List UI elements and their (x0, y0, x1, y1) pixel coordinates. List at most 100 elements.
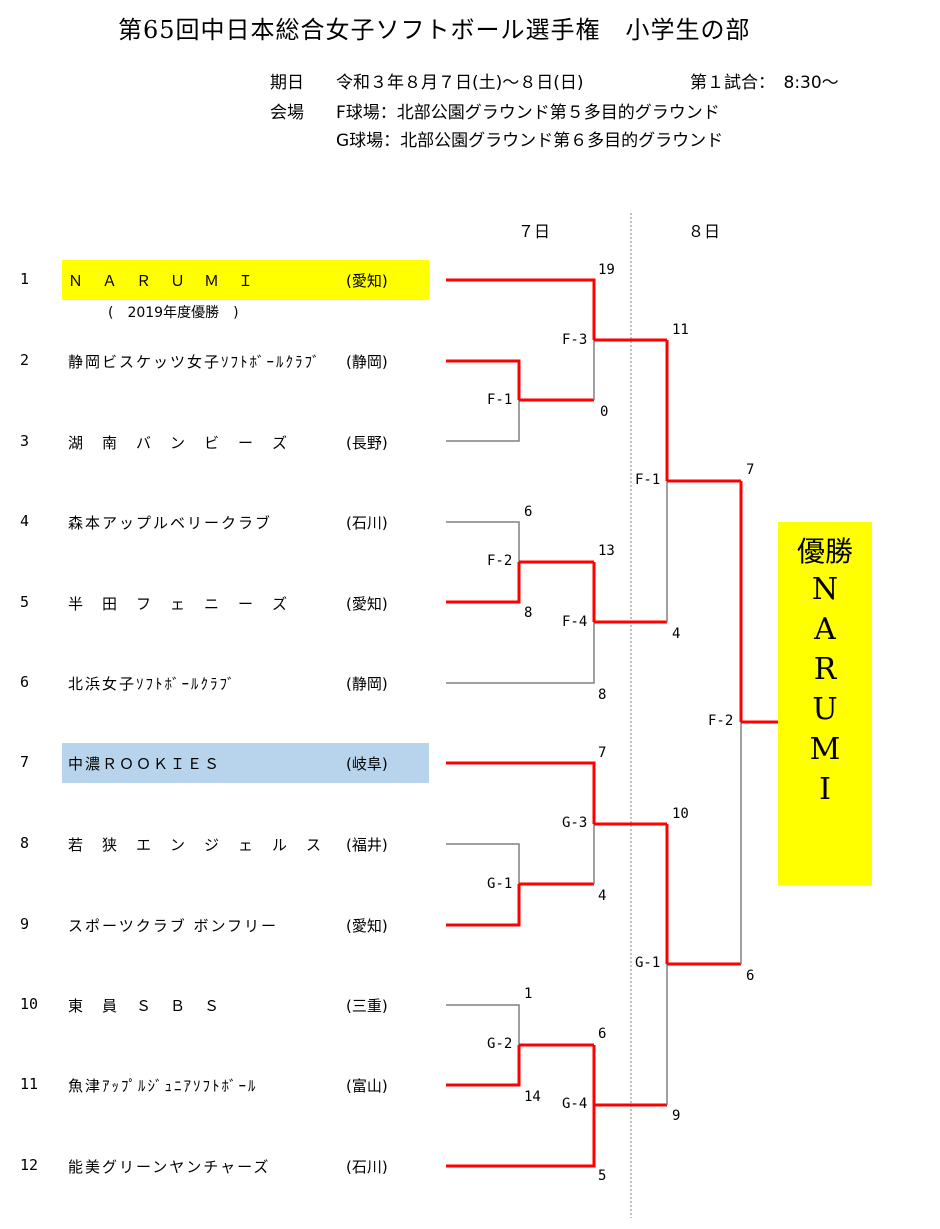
team-name: Ｎ Ａ Ｒ Ｕ Ｍ Ｉ (68, 272, 256, 290)
team-number: 1 (20, 270, 30, 288)
score-f2-top: 6 (524, 504, 533, 520)
team-name: 森本アップルベリークラブ (68, 514, 273, 532)
team1-note: ( 2019年度優勝 ) (108, 305, 239, 321)
score-g2-bottom: 14 (524, 1089, 541, 1105)
line-team10 (446, 1004, 520, 1045)
team-prefecture: (石川) (346, 514, 388, 532)
champion-box: 優勝 N A R U M I (778, 522, 872, 885)
match-label-f1: F-1 (487, 392, 513, 408)
score-f3-bottom: 0 (600, 404, 609, 420)
team-row-9: 9 スポーツクラブ ボンフリー (愛知) (0, 905, 440, 945)
date-value: 令和３年８月７日(土)～８日(日) (336, 73, 584, 93)
team-row-12: 12 能美グリーンヤンチャーズ (石川) (0, 1146, 440, 1186)
score-sf-g-bottom: 9 (672, 1108, 681, 1124)
team-name: 若 狭 エ ン ジ ェ ル ス (68, 836, 324, 854)
day2-header: ８日 (688, 222, 721, 241)
match-label-f2: F-2 (487, 553, 513, 569)
score-sf-f-top: 11 (672, 322, 689, 338)
champion-letter: A (814, 612, 836, 647)
score-sf-g-top: 10 (672, 806, 689, 822)
team-highlight (62, 743, 429, 783)
team-prefecture: (静岡) (346, 353, 388, 371)
line-team12 (446, 1105, 596, 1168)
score-final-top: 7 (746, 462, 755, 478)
champion-letter: M (809, 732, 841, 767)
score-f3-top: 19 (598, 262, 615, 278)
date-label: 期日 (270, 73, 304, 93)
champion-letter: R (813, 652, 837, 687)
score-g3-top: 7 (598, 745, 607, 761)
venue-label: 会場 (270, 103, 304, 123)
score-g4-top: 6 (598, 1026, 607, 1042)
champion-label: 優勝 (796, 535, 853, 568)
match-label-sf-g: G-1 (635, 955, 661, 971)
team-name: 湖 南 バ ン ビ ー ズ (68, 434, 290, 452)
day1-header: ７日 (518, 222, 551, 241)
match-label-sf-f: F-1 (635, 472, 661, 488)
match-label-g2: G-2 (487, 1036, 513, 1052)
team-prefecture: (愛知) (346, 272, 388, 290)
team-prefecture: (長野) (346, 434, 388, 452)
line-team1 (446, 278, 596, 340)
line-team9 (446, 884, 521, 927)
match-label-f3: F-3 (562, 332, 588, 348)
match-label-g1: G-1 (487, 876, 513, 892)
line-team2 (446, 359, 521, 400)
champion-letter: N (811, 572, 839, 607)
team-row-8: 8 若 狭 エ ン ジ ェ ル ス (福井) (0, 824, 440, 864)
line-team4 (446, 521, 520, 562)
team-number: 6 (20, 673, 30, 691)
team-number: 4 (20, 512, 30, 530)
team-name: 能美グリーンヤンチャーズ (68, 1158, 271, 1176)
team-name: 北浜女子ｿﾌﾄﾎﾞｰﾙｸﾗﾌﾞ (68, 675, 237, 693)
team-row-7: 7 中濃ＲＯＯＫＩＥＳ (岐阜) (0, 743, 440, 783)
team-number: 9 (20, 915, 30, 933)
line-team5 (446, 562, 521, 604)
score-f2-bottom: 8 (524, 605, 533, 621)
first-match-time: 第１試合： 8:30～ (690, 73, 839, 93)
team-number: 3 (20, 432, 30, 450)
team-row-2: 2 静岡ビスケッツ女子ｿﾌﾄﾎﾞｰﾙｸﾗﾌﾞ (静岡) (0, 341, 440, 381)
line-team11 (446, 1045, 521, 1087)
match-label-f4: F-4 (562, 614, 588, 630)
score-f4-bottom: 8 (598, 687, 607, 703)
team-prefecture: (愛知) (346, 917, 388, 935)
line-team3 (446, 400, 520, 442)
team-highlight (62, 260, 429, 300)
team-number: 8 (20, 834, 30, 852)
team-number: 10 (20, 995, 39, 1013)
score-g4-bottom: 5 (598, 1168, 607, 1184)
line-team6 (446, 622, 595, 684)
team-prefecture: (愛知) (346, 595, 388, 613)
team-row-6: 6 北浜女子ｿﾌﾄﾎﾞｰﾙｸﾗﾌﾞ (静岡) (0, 663, 440, 703)
team-prefecture: (福井) (346, 836, 388, 854)
team-number: 5 (20, 593, 30, 611)
team-row-1: 1 Ｎ Ａ Ｒ Ｕ Ｍ Ｉ (愛知) (0, 260, 440, 300)
score-g2-top: 1 (524, 986, 533, 1002)
score-f4-top: 13 (598, 543, 615, 559)
team-prefecture: (岐阜) (346, 755, 388, 773)
champion-letter: I (819, 772, 831, 807)
team-name: 東 員 Ｓ Ｂ Ｓ (68, 997, 222, 1015)
team-prefecture: (石川) (346, 1158, 388, 1176)
line-team8 (446, 843, 520, 884)
team-number: 11 (20, 1075, 39, 1093)
team-name: 静岡ビスケッツ女子ｿﾌﾄﾎﾞｰﾙｸﾗﾌﾞ (68, 353, 322, 371)
team-name: 魚津ｱｯﾌﾟﾙｼﾞｭﾆｱｿﾌﾄﾎﾞｰﾙ (68, 1077, 258, 1095)
team-prefecture: (静岡) (346, 675, 388, 693)
team-number: 7 (20, 753, 30, 771)
team-row-5: 5 半 田 フ ェ ニ ー ズ (愛知) (0, 583, 440, 623)
champion-letter: U (812, 692, 838, 727)
match-label-g4: G-4 (562, 1096, 588, 1112)
team-number: 12 (20, 1156, 39, 1174)
score-g3-bottom: 4 (598, 888, 607, 904)
team-row-4: 4 森本アップルベリークラブ (石川) (0, 502, 440, 542)
team-prefecture: (三重) (346, 997, 388, 1015)
team-row-10: 10 東 員 Ｓ Ｂ Ｓ (三重) (0, 985, 440, 1025)
match-label-final: F-2 (708, 713, 734, 729)
line-team7 (446, 761, 596, 824)
team-name: 半 田 フ ェ ニ ー ズ (68, 595, 290, 613)
team-row-11: 11 魚津ｱｯﾌﾟﾙｼﾞｭﾆｱｿﾌﾄﾎﾞｰﾙ (富山) (0, 1065, 440, 1105)
score-sf-f-bottom: 4 (672, 626, 681, 642)
